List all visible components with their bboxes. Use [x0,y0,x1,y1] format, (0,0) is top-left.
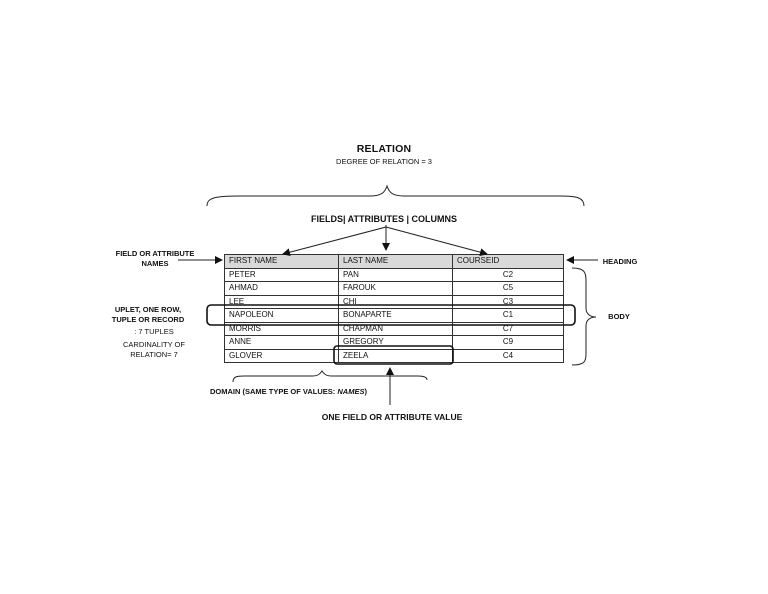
cell-last-name: ZEELA [338,348,453,363]
domain-suffix: ) [364,387,367,396]
field-names-line-1: FIELD OR ATTRIBUTE [115,249,195,258]
domain-label: DOMAIN (SAME TYPE OF VALUES: NAMES) [210,387,390,397]
header-first-name: FIRST NAME [224,254,339,269]
cardinality-label: CARDINALITY OF RELATION= 7 [108,340,200,360]
domain-brace [232,370,428,383]
column-arrow-left [282,226,387,257]
cell-courseid: C4 [452,348,564,363]
relation-table: FIRST NAME LAST NAME COURSEID PETER PAN … [224,254,564,363]
tuple-line-2: TUPLE OR RECORD [111,315,185,324]
domain-prefix: DOMAIN (SAME TYPE OF VALUES: [210,387,338,396]
tuple-count-label: : 7 TUPLES [134,327,174,336]
body-brace [571,267,597,366]
cell-courseid: C2 [452,267,564,282]
cell-courseid: C9 [452,335,564,350]
table-row: AHMAD FAROUK C5 [224,281,564,296]
domain-emphasis: NAMES [337,387,365,396]
value-label: ONE FIELD OR ATTRIBUTE VALUE [321,412,463,422]
table-heading-row: FIRST NAME LAST NAME COURSEID [224,254,564,269]
field-names-line-2: NAMES [141,259,169,268]
cell-first-name: PETER [224,267,339,282]
tuple-label: UPLET, ONE ROW, TUPLE OR RECORD [100,305,196,325]
heading-label: HEADING [602,257,638,266]
cell-last-name: PAN [338,267,453,282]
tuple-line-1: UPLET, ONE ROW, [114,305,182,314]
tuple-highlight-box [206,304,576,326]
table-row: NAPOLEON BONAPARTE C1 [224,308,564,323]
degree-of-relation: DEGREE OF RELATION = 3 [336,157,432,166]
diagram-title: RELATION [356,143,412,155]
cardinality-line-2: RELATION= 7 [130,350,178,359]
relation-brace [206,184,585,207]
cell-courseid: C5 [452,281,564,296]
cell-first-name: GLOVER [224,348,339,363]
cell-courseid: C1 [452,308,564,323]
header-courseid: COURSEID [452,254,564,269]
value-highlight-box [333,345,454,365]
table-row: PETER PAN C2 [224,267,564,282]
table-row: GLOVER ZEELA C4 [224,348,564,363]
columns-label: FIELDS| ATTRIBUTES | COLUMNS [310,214,458,224]
field-names-label: FIELD OR ATTRIBUTE NAMES [100,249,210,269]
body-label: BODY [608,312,630,321]
cardinality-line-1: CARDINALITY OF [123,340,185,349]
column-arrow-right [385,226,488,257]
